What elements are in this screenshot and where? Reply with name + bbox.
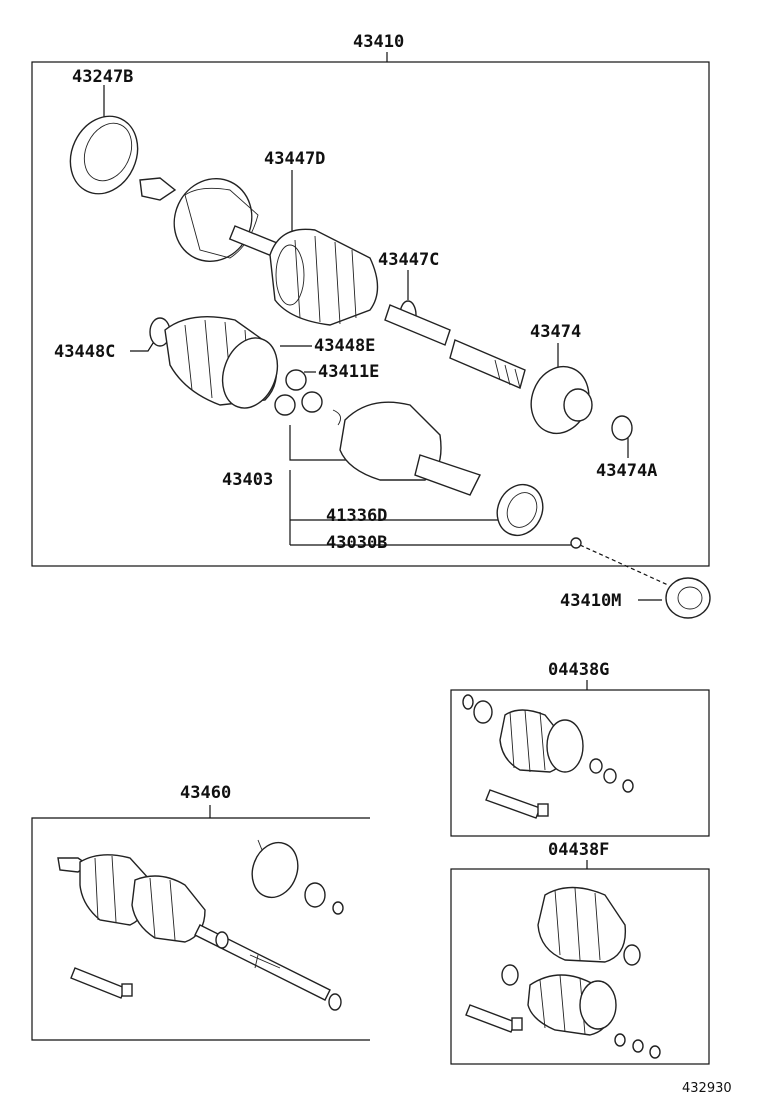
label-43403: 43403 (222, 470, 273, 490)
label-43448e: 43448E (314, 336, 375, 356)
label-43247b: 43247B (72, 67, 133, 87)
label-04438g: 04438G (548, 660, 609, 680)
label-41336d: 41336D (326, 506, 387, 526)
tripod-43411e (274, 369, 342, 426)
clamp-43448e (221, 337, 279, 409)
label-43410: 43410 (353, 32, 404, 52)
label-43474: 43474 (530, 322, 581, 342)
ring-43247b (69, 115, 139, 195)
bearing-43410m (665, 577, 711, 619)
kit-04438g-frame (450, 689, 710, 837)
outboard-joint-43403 (339, 401, 481, 496)
label-43411e: 43411E (318, 362, 379, 382)
bearing-43474 (530, 365, 593, 435)
boot-43447d (269, 228, 379, 326)
plug-43030b (570, 537, 582, 549)
label-43474a: 43474A (596, 461, 657, 481)
assy-43460-frame (31, 817, 370, 1041)
label-43447c: 43447C (378, 250, 439, 270)
inner-shaft (384, 304, 526, 389)
label-43460: 43460 (180, 783, 231, 803)
main-assembly-frame (31, 61, 710, 567)
label-43447d: 43447D (264, 149, 325, 169)
kit-04438g-parts (462, 694, 634, 819)
seal-41336d (496, 483, 544, 537)
label-43030b: 43030B (326, 533, 387, 553)
assy-43460-parts (57, 839, 344, 1011)
label-43448c: 43448C (54, 342, 115, 362)
label-43410m: 43410M (560, 591, 621, 611)
diagram-id: 432930 (682, 1081, 732, 1096)
snap-ring-43474a (611, 415, 633, 441)
kit-04438f-frame (450, 868, 710, 1065)
label-04438f: 04438F (548, 840, 609, 860)
kit-04438f-parts (465, 886, 661, 1059)
